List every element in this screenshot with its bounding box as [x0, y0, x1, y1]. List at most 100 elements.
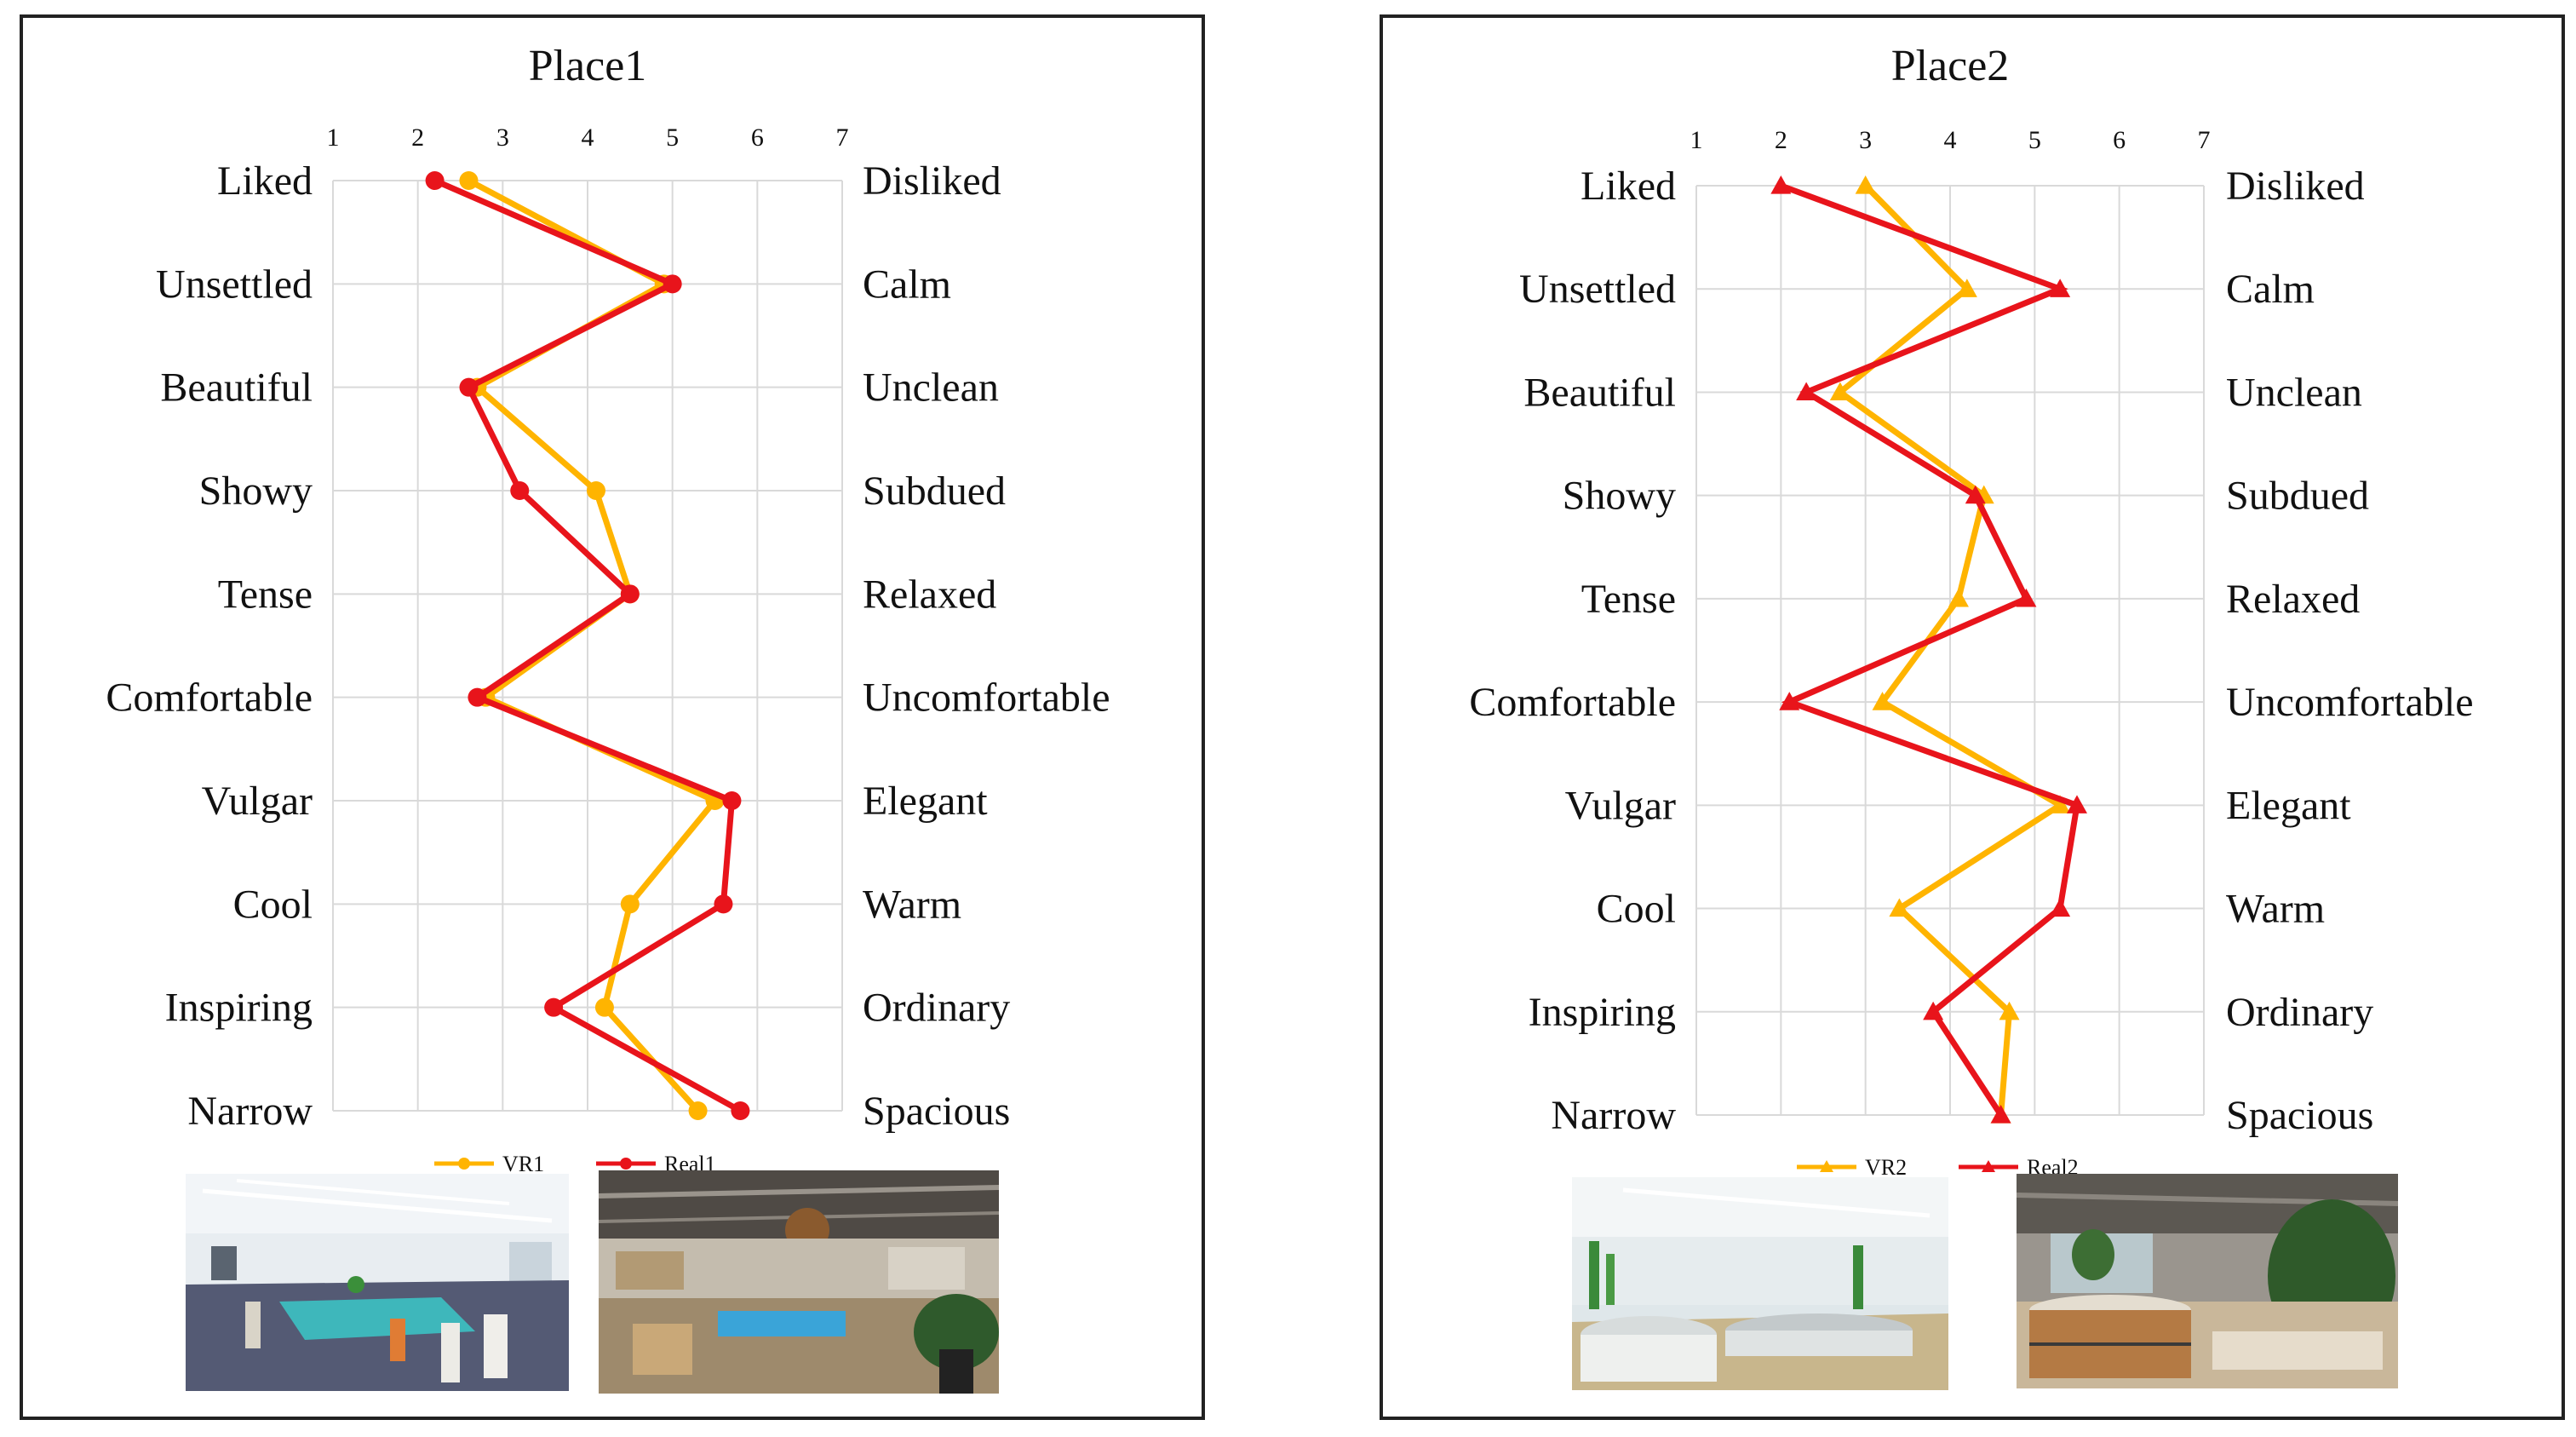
left-label: Vulgar — [1565, 783, 1676, 828]
x-tick-label: 7 — [2198, 126, 2211, 154]
data-point-real2 — [1990, 1105, 2011, 1124]
right-label: Disliked — [2226, 164, 2365, 209]
x-tick-label: 5 — [2028, 126, 2041, 154]
data-point-vr2 — [1829, 382, 1850, 401]
data-point-vr2 — [1948, 588, 1969, 607]
right-label: Ordinary — [2226, 990, 2373, 1035]
legend-marker-real2 — [1982, 1160, 1995, 1172]
data-point-real2 — [1923, 1001, 1944, 1020]
left-label: Narrow — [187, 1089, 313, 1134]
left-label: Cool — [1597, 887, 1676, 932]
data-point-real2 — [2050, 898, 2071, 917]
left-label: Showy — [1563, 474, 1676, 519]
data-point-vr1 — [620, 894, 640, 914]
legend-label-vr2: VR2 — [1865, 1155, 1907, 1180]
right-label: Spacious — [2226, 1093, 2373, 1138]
x-tick-label: 6 — [2113, 126, 2126, 154]
data-point-vr1 — [586, 481, 605, 500]
right-label: Elegant — [2226, 783, 2351, 828]
data-point-real1 — [425, 171, 445, 190]
chart-title: Place1 — [529, 42, 647, 90]
data-point-real2 — [1779, 692, 1800, 710]
right-label: Subdued — [2226, 474, 2369, 519]
left-label: Cool — [233, 882, 313, 927]
data-point-real1 — [468, 687, 487, 707]
right-label: Disliked — [863, 158, 1001, 204]
x-tick-label: 5 — [666, 124, 679, 152]
left-label: Unsettled — [156, 262, 313, 307]
legend-marker-real1 — [620, 1158, 632, 1170]
left-label: Inspiring — [1529, 990, 1676, 1035]
left-label: Comfortable — [1469, 680, 1676, 725]
series-line-real1 — [433, 177, 743, 1114]
data-point-vr1 — [688, 1101, 708, 1120]
data-point-real1 — [714, 894, 733, 914]
right-label: Unclean — [2226, 370, 2362, 415]
photo-place1-vr — [186, 1174, 569, 1391]
right-label: Calm — [2226, 267, 2315, 312]
right-label: Elegant — [863, 779, 988, 824]
series-line-real2 — [1780, 182, 2080, 1117]
left-label: Beautiful — [160, 365, 313, 411]
data-point-real1 — [731, 1101, 750, 1120]
x-tick-label: 6 — [751, 124, 764, 152]
right-label: Unclean — [863, 365, 999, 411]
data-point-vr1 — [459, 171, 479, 190]
data-point-real1 — [510, 481, 530, 500]
series-line-vr1 — [467, 177, 720, 1113]
x-tick-label: 4 — [582, 124, 594, 152]
x-tick-label: 3 — [496, 124, 509, 152]
left-label: Vulgar — [202, 779, 313, 824]
data-point-vr2 — [1889, 898, 1910, 917]
chart-title: Place2 — [1891, 42, 2010, 90]
right-label: Subdued — [863, 468, 1006, 514]
data-point-vr1 — [594, 997, 614, 1017]
data-point-real1 — [620, 584, 640, 604]
data-point-real2 — [2016, 588, 2037, 607]
right-label: Warm — [863, 882, 961, 927]
data-point-real1 — [722, 791, 742, 810]
x-tick-label: 4 — [1944, 126, 1957, 154]
right-label: Uncomfortable — [2226, 680, 2474, 725]
x-tick-label: 2 — [411, 124, 424, 152]
data-point-real2 — [1965, 485, 1986, 504]
data-point-real2 — [2067, 795, 2087, 813]
right-label: Ordinary — [863, 986, 1010, 1031]
left-label: Showy — [199, 468, 313, 514]
data-point-real1 — [459, 377, 479, 397]
data-point-real2 — [1770, 175, 1792, 194]
x-tick-label: 1 — [327, 124, 340, 152]
left-label: Unsettled — [1519, 267, 1676, 312]
left-label: Liked — [217, 158, 313, 204]
data-point-vr2 — [1956, 279, 1977, 297]
legend-marker-vr2 — [1820, 1160, 1833, 1172]
left-label: Tense — [218, 572, 313, 617]
data-point-vr2 — [1872, 692, 1893, 710]
right-label: Calm — [863, 262, 951, 307]
data-point-vr2 — [1999, 1001, 2020, 1020]
right-label: Spacious — [863, 1089, 1010, 1134]
photo-place2-real — [2017, 1174, 2398, 1388]
x-tick-label: 7 — [836, 124, 849, 152]
data-point-real1 — [544, 997, 564, 1017]
left-label: Beautiful — [1523, 370, 1676, 415]
left-label: Inspiring — [165, 986, 313, 1031]
data-point-real2 — [1796, 382, 1817, 401]
left-label: Comfortable — [106, 675, 313, 721]
photo-place2-vr — [1572, 1177, 1948, 1390]
left-label: Tense — [1581, 577, 1676, 622]
data-point-real2 — [2050, 279, 2071, 297]
x-tick-label: 3 — [1859, 126, 1872, 154]
legend-label-vr1: VR1 — [502, 1152, 544, 1176]
left-label: Liked — [1581, 164, 1676, 209]
data-point-real1 — [663, 274, 682, 294]
photo-place1-real — [599, 1170, 999, 1394]
x-tick-label: 2 — [1775, 126, 1787, 154]
left-label: Narrow — [1551, 1093, 1676, 1138]
right-label: Relaxed — [863, 572, 996, 617]
right-label: Relaxed — [2226, 577, 2360, 622]
